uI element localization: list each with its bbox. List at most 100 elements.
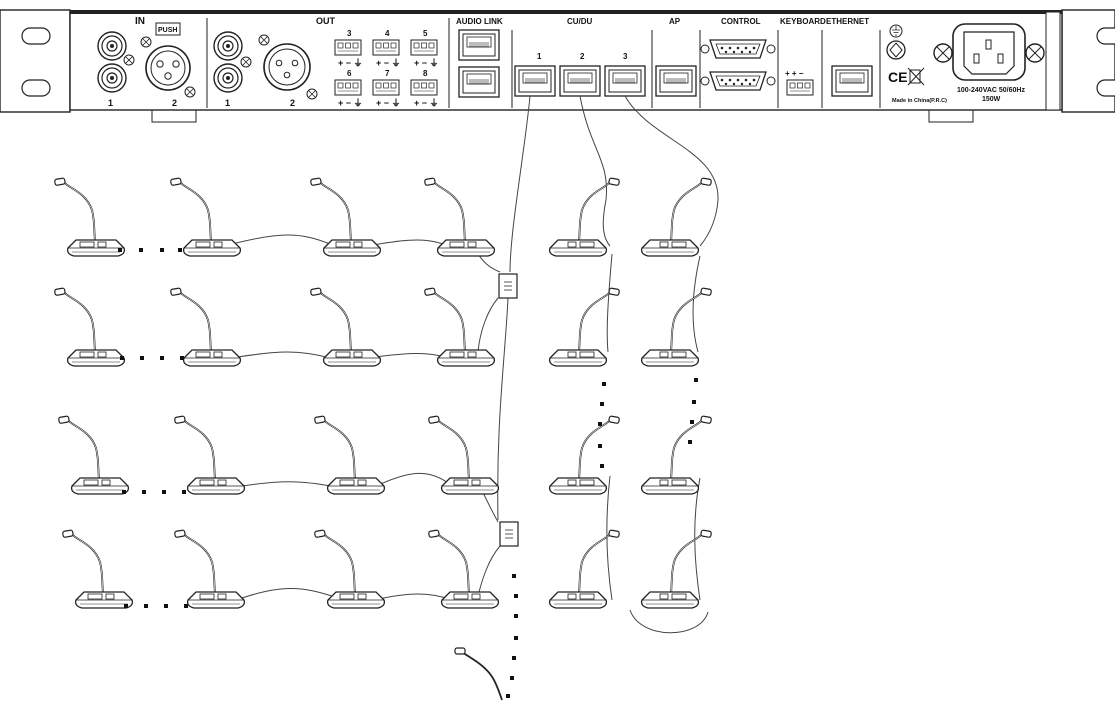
terminal-block[interactable] (373, 40, 399, 55)
rack-slot-bottom-right (1097, 80, 1115, 96)
rj45-port-icon[interactable] (515, 66, 555, 96)
terminal-4-label: 4 (385, 29, 390, 38)
push-label: PUSH (158, 27, 177, 34)
right-rack-ear (1062, 10, 1115, 112)
microphone-unit-icon (310, 178, 380, 256)
terminal-3-label: 3 (347, 29, 352, 38)
terminal-block[interactable] (335, 80, 361, 95)
microphone-unit-icon (424, 288, 494, 366)
rj45-port-icon[interactable] (459, 30, 499, 60)
rack-slot-bottom-left (22, 80, 50, 96)
terminal-block[interactable] (411, 40, 437, 55)
terminal-5-label: 5 (423, 29, 428, 38)
terminal-polarity: + − ⏚ (338, 98, 363, 108)
terminal-8-label: 8 (423, 69, 428, 78)
in-port-1-label: 1 (108, 98, 113, 108)
screw-icon (307, 89, 317, 99)
microphone-unit-icon (170, 288, 240, 366)
terminal-block[interactable] (335, 40, 361, 55)
ap-section-label: AP (669, 17, 681, 26)
terminal-polarity: + − ⏚ (414, 98, 439, 108)
out-section-label: OUT (316, 16, 336, 26)
cable-row-1-a (232, 235, 330, 244)
cable-row-3-b (374, 473, 452, 487)
terminal-6-label: 6 (347, 69, 352, 78)
out-port-2-label: 2 (290, 98, 295, 108)
microphone-unit-icon (174, 530, 244, 608)
rca-jack-icon[interactable] (214, 64, 242, 92)
microphone-unit-icon (455, 648, 502, 700)
xlr-female-icon[interactable] (146, 46, 190, 90)
keyboard-polarity: + + − (785, 69, 804, 78)
microphone-unit-icon (642, 288, 712, 366)
terminal-polarity: + − ⏚ (414, 58, 439, 68)
in-section-label: IN (135, 16, 145, 27)
screw-icon (141, 37, 151, 47)
cable-splitter-1-to-splitter-2 (498, 298, 508, 520)
cable-chain-2-a (607, 254, 612, 352)
cable-cu-du-1-to-splitter-1 (510, 96, 530, 272)
terminal-7-label: 7 (385, 69, 390, 78)
rack-slot-top-right (1097, 28, 1115, 44)
screw-icon (259, 35, 269, 45)
ground-icon (890, 25, 902, 37)
microphone-unit-icon (642, 530, 712, 608)
terminal-block[interactable] (411, 80, 437, 95)
splitter-box-icon (499, 274, 517, 298)
in-port-2-label: 2 (172, 98, 177, 108)
microphone-unit-icon (642, 416, 712, 494)
ethernet-section-label: ETHERNET (826, 17, 869, 26)
terminal-polarity: + − ⏚ (338, 58, 363, 68)
out-port-1-label: 1 (225, 98, 230, 108)
cable-chain-3-a (693, 256, 700, 352)
rj45-port-icon[interactable] (656, 66, 696, 96)
microphone-unit-icon (58, 416, 128, 494)
cable-chain-2-b (607, 476, 612, 600)
continuation-dots (118, 248, 698, 698)
cable-row-3-a (236, 482, 336, 487)
fuse-icon[interactable] (887, 41, 905, 59)
screw-icon (185, 87, 195, 97)
microphone-unit-icon (314, 416, 384, 494)
chassis-top-edge (70, 10, 1062, 14)
terminal-polarity: + − ⏚ (376, 98, 401, 108)
rj45-port-icon[interactable] (459, 67, 499, 97)
cable-splitter-1-row-2 (478, 298, 498, 352)
rj45-port-icon[interactable] (560, 66, 600, 96)
power-rating-label: 100-240VAC 50/60Hz (957, 87, 1025, 94)
terminal-block[interactable] (373, 80, 399, 95)
keyboard-section-label: KEYBOARD (780, 17, 826, 26)
ce-mark: CE (888, 69, 907, 85)
made-in-label: Made in China(P.R.C) (892, 98, 947, 104)
rj45-port-icon[interactable] (832, 66, 872, 96)
cu-du-port-1-label: 1 (537, 52, 542, 61)
microphone-unit-icon (310, 288, 380, 366)
cable-cu-du-2 (580, 96, 610, 246)
power-watts-label: 150W (982, 96, 1001, 103)
microphone-unit-icon (54, 288, 124, 366)
cable-row-2-a (232, 352, 330, 358)
rca-jack-icon[interactable] (214, 32, 242, 60)
cu-du-port-2-label: 2 (580, 52, 585, 61)
microphone-unit-icon (62, 530, 132, 608)
splitter-box-icon (500, 522, 518, 546)
rj45-port-icon[interactable] (605, 66, 645, 96)
microphone-unit-icon (424, 178, 494, 256)
cable-row-4-a (236, 588, 338, 600)
microphone-unit-icon (314, 530, 384, 608)
microphone-grid (54, 178, 711, 700)
rca-jack-icon[interactable] (98, 64, 126, 92)
cable-row-1-b (368, 240, 448, 246)
cable-chain-loop (630, 610, 708, 633)
cu-du-section-label: CU/DU (567, 17, 593, 26)
cu-du-port-3-label: 3 (623, 52, 628, 61)
cable-row-4-b (374, 594, 452, 600)
foot-left (152, 110, 196, 122)
microphone-unit-icon (550, 530, 620, 608)
xlr-male-icon[interactable] (264, 44, 310, 90)
terminal-block[interactable] (787, 80, 813, 95)
rca-jack-icon[interactable] (98, 32, 126, 60)
microphone-unit-icon (174, 416, 244, 494)
left-rack-ear (0, 10, 70, 112)
